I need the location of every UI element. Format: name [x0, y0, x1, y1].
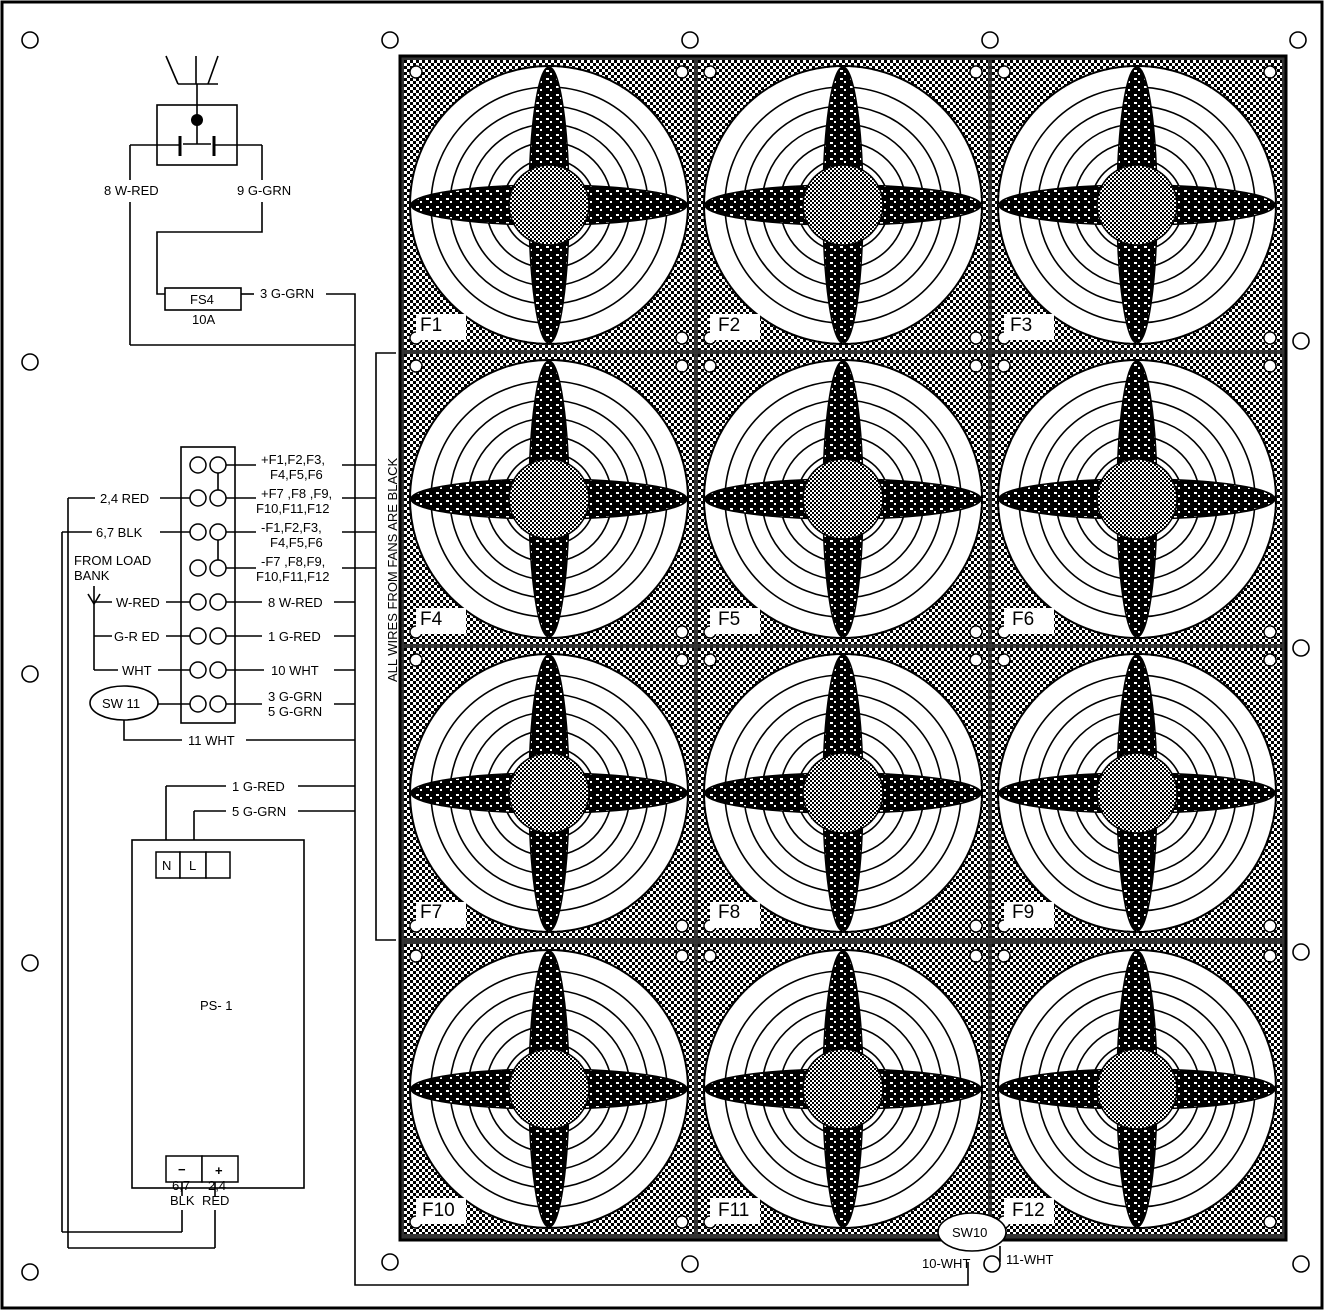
fan-wire-bracket — [375, 352, 396, 941]
term-left-1: 2,4 RED — [100, 491, 149, 506]
fan-label-f5: F5 — [718, 609, 740, 630]
fan-label-f2: F2 — [718, 315, 740, 336]
power-supply — [131, 785, 355, 1196]
fan-f7: F7 — [403, 647, 695, 939]
term-right-2a: +F7 ,F8 ,F9, — [261, 486, 332, 501]
term-right-1b: F4,F5,F6 — [270, 467, 323, 482]
sw11-wire-label: 11 WHT — [188, 733, 235, 748]
fan-label-f8: F8 — [718, 902, 740, 923]
sw11-label: SW 11 — [102, 696, 140, 711]
fuse-out-wire-label: 3 G-GRN — [260, 286, 314, 301]
fuse-name: FS4 — [190, 292, 214, 307]
fuse-fs4 — [164, 287, 242, 311]
term-right-4b: F10,F11,F12 — [256, 569, 329, 584]
terminal-block — [180, 446, 236, 724]
power-outlet — [129, 55, 263, 180]
fuse-rating: 10A — [192, 312, 215, 327]
sw10-label: SW10 — [952, 1225, 987, 1240]
mounting-holes — [21, 31, 1310, 1281]
fan-f3: F3 — [991, 59, 1283, 351]
switch-sw10 — [937, 1212, 1007, 1252]
term-left-6: WHT — [122, 663, 152, 678]
fan-label-f4: F4 — [420, 609, 443, 630]
psu-term-n: N — [162, 858, 171, 873]
outlet-left-wire-label: 8 W-RED — [104, 183, 159, 198]
outlet-right-wire-label: 9 G-GRN — [237, 183, 291, 198]
term-right-3b: F4,F5,F6 — [270, 535, 323, 550]
term-left-4: W-RED — [116, 595, 160, 610]
fan-wire-note: ALL WIRES FROM FANS ARE BLACK — [385, 457, 400, 682]
psu-name: PS- 1 — [200, 998, 233, 1013]
sw10-left-wire-label: 10-WHT — [922, 1256, 970, 1271]
psu-in-wire-2: 5 G-GRN — [232, 804, 286, 819]
term-right-2b: F10,F11,F12 — [256, 501, 329, 516]
term-right-6: 1 G-RED — [268, 629, 321, 644]
fan-label-f11: F11 — [718, 1200, 749, 1221]
term-right-8b: 5 G-GRN — [268, 704, 322, 719]
fan-f12: F12 — [991, 943, 1283, 1235]
fan-f5: F5 — [697, 353, 989, 645]
fan-f11: F11 — [697, 943, 989, 1235]
fan-label-f10: F10 — [422, 1200, 455, 1221]
outlet-wires — [129, 202, 355, 346]
psu-term-l: L — [189, 858, 196, 873]
psu-out-plus-2: RED — [202, 1193, 229, 1208]
fan-f8: F8 — [697, 647, 989, 939]
psu-out-minus-1: 6,7 — [172, 1178, 190, 1193]
fan-label-f7: F7 — [420, 902, 442, 923]
psu-out-minus-2: BLK — [170, 1193, 195, 1208]
fan-label-f9: F9 — [1012, 902, 1034, 923]
fan-f6: F6 — [991, 353, 1283, 645]
term-right-8a: 3 G-GRN — [268, 689, 322, 704]
psu-term-minus: − — [178, 1162, 186, 1177]
term-right-4a: -F7 ,F8,F9, — [261, 554, 325, 569]
term-right-1a: +F1,F2,F3, — [261, 452, 325, 467]
term-left-5: G-R ED — [114, 629, 160, 644]
psu-term-plus: + — [215, 1163, 223, 1178]
terminal-left-wires — [61, 497, 355, 1249]
fan-label-f6: F6 — [1012, 609, 1034, 630]
fan-f4: F4 — [403, 353, 695, 645]
term-right-3a: -F1,F2,F3, — [261, 520, 322, 535]
switch-sw11 — [89, 685, 159, 721]
term-right-5: 8 W-RED — [268, 595, 323, 610]
load-bank-label-1: FROM LOAD — [74, 553, 151, 568]
terminal-right-wires — [226, 464, 376, 705]
term-left-2: 6,7 BLK — [96, 525, 143, 540]
fan-f2: F2 — [697, 59, 989, 351]
fan-label-f1: F1 — [420, 315, 442, 336]
fan-f1: F1 — [403, 59, 695, 351]
load-bank-label-2: BANK — [74, 568, 110, 583]
fan-f9: F9 — [991, 647, 1283, 939]
sw10-right-wire-label: 11-WHT — [1006, 1252, 1053, 1267]
fan-label-f12: F12 — [1012, 1200, 1045, 1221]
term-right-7: 10 WHT — [271, 663, 319, 678]
psu-in-wire-1: 1 G-RED — [232, 779, 285, 794]
psu-out-plus-1: 2,4 — [208, 1178, 226, 1193]
fan-f10: F10 — [403, 943, 695, 1235]
fan-label-f3: F3 — [1010, 315, 1032, 336]
